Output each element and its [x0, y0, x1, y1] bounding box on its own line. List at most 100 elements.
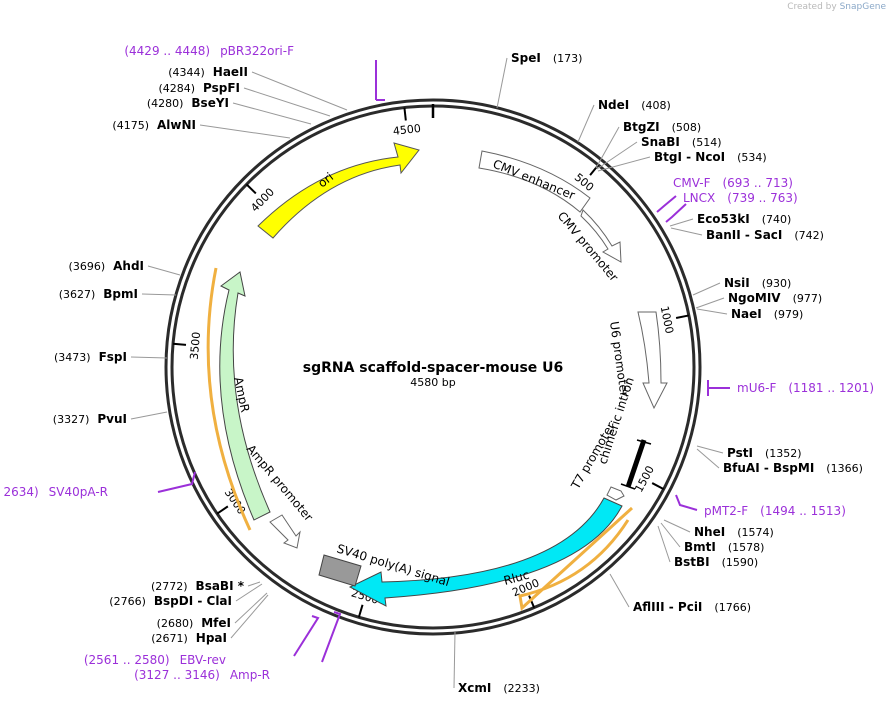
enzyme-position: (3696) — [69, 260, 106, 273]
enzyme-leader-fspi — [130, 356, 168, 359]
ampr-orf-highlight — [206, 267, 252, 531]
enzyme-position: (930) — [762, 277, 792, 290]
enzyme-label-bseyi: (4280)BseYI — [147, 96, 229, 110]
enzyme-name: BsaBI * — [196, 579, 245, 593]
enzyme-position: (4344) — [168, 66, 205, 79]
enzyme-name: SpeI — [511, 51, 541, 65]
primer-range: (1494 .. 1513) — [760, 504, 846, 518]
enzyme-name: BmtI — [684, 540, 716, 554]
enzyme-label-banii-saci: BanII - SacI(742) — [706, 228, 824, 242]
backbone-outer-circle — [164, 98, 702, 636]
primer-name: EBV-rev — [180, 653, 226, 667]
enzyme-name: MfeI — [201, 616, 231, 630]
enzyme-label-afliii-pcii: AflIII - PciI(1766) — [633, 600, 751, 614]
enzyme-position: (4284) — [158, 82, 195, 95]
primer-name: CMV-F — [673, 176, 711, 190]
enzyme-position: (173) — [553, 52, 583, 65]
u6-promoter-arrow — [637, 311, 668, 410]
enzyme-name: NdeI — [598, 98, 629, 112]
ampr-arrow — [219, 271, 271, 521]
enzyme-leader-psti — [696, 445, 724, 454]
primer-label-cmv-f: CMV-F(693 .. 713) — [673, 176, 793, 190]
enzyme-leader-nsii — [692, 282, 721, 296]
tick-mark-4000 — [245, 183, 257, 195]
cmv-enhancer-arrow — [478, 150, 591, 213]
enzyme-label-psti: PstI(1352) — [727, 446, 802, 460]
primer-marker-mu6-f — [707, 380, 730, 396]
primer-label-ebv-rev: (2561 .. 2580)EBV-rev — [84, 653, 226, 667]
plasmid-name: sgRNA scaffold-spacer-mouse U6 — [303, 360, 564, 376]
primer-marker-amp-r — [157, 471, 196, 493]
enzyme-leader-hpai — [230, 594, 269, 639]
tick-mark-1000 — [675, 314, 690, 319]
enzyme-label-bmti: BmtI (1578) — [684, 540, 764, 554]
tick-label-3500: 3500 — [188, 331, 203, 360]
enzyme-position: (2233) — [503, 682, 540, 695]
primer-name: SV40pA-R — [49, 485, 108, 499]
enzyme-leader-xcmi — [453, 631, 456, 689]
enzyme-leader-ngomiv — [695, 297, 725, 309]
enzyme-label-bpmi: (3627)BpmI — [59, 287, 138, 301]
primer-marker-ebv-rev — [321, 611, 342, 663]
primer-name: LNCX — [683, 191, 715, 205]
enzyme-name: NgoMIV — [728, 291, 781, 305]
t7-promoter-arrow — [606, 486, 625, 501]
primer-name: pBR322ori-F — [220, 44, 294, 58]
enzyme-label-bstbi: BstBI(1590) — [674, 555, 758, 569]
enzyme-name: AhdI — [113, 259, 144, 273]
enzyme-leader-ahdi — [147, 265, 181, 276]
enzyme-leader-eco53ki — [669, 218, 694, 227]
enzyme-leader-bseyi — [232, 102, 312, 125]
enzyme-label-pspfi: (4284) PspFI — [158, 81, 240, 95]
enzyme-label-ngomiv: NgoMIV(977) — [728, 291, 822, 305]
enzyme-label-ahdi: (3696) AhdI — [69, 259, 144, 273]
enzyme-label-fspi: (3473)FspI — [54, 350, 127, 364]
primer-name: pMT2-F — [704, 504, 748, 518]
enzyme-position: (3327) — [53, 413, 90, 426]
rluc-label: Rluc — [502, 568, 531, 588]
feature-ampr: AmpR — [206, 267, 271, 531]
enzyme-label-pvui: (3327) PvuI — [53, 412, 127, 426]
tick-mark-3500 — [172, 342, 187, 346]
enzyme-leader-afliii-pcii — [609, 573, 630, 608]
enzyme-label-spei: SpeI (173) — [511, 51, 582, 65]
primer-name: mU6-F — [737, 381, 776, 395]
enzyme-name: XcmI — [458, 681, 491, 695]
enzyme-name: PvuI — [97, 412, 127, 426]
enzyme-leader-nhei — [663, 519, 691, 533]
enzyme-position: (742) — [794, 229, 824, 242]
enzyme-leader-naei — [696, 308, 728, 315]
plasmid-length: 4580 bp — [410, 376, 455, 389]
sv40-polya-box — [318, 554, 362, 587]
label-layer: SpeI(173)NdeI(408)BtgZI(508)SnaBI(514)Bt… — [0, 44, 874, 695]
enzyme-leader-bsabi — [247, 581, 261, 587]
ampr-promoter-arrow — [269, 514, 301, 549]
enzyme-name: BtgZI — [623, 120, 660, 134]
enzyme-position: (1766) — [714, 601, 751, 614]
enzyme-label-xcmi: XcmI (2233) — [458, 681, 540, 695]
enzyme-leader-btgi-ncoi — [597, 156, 651, 172]
enzyme-name: PspFI — [203, 81, 240, 95]
enzyme-name: NheI — [694, 525, 725, 539]
ori-arrow — [257, 142, 420, 239]
enzyme-label-btgi-ncoi: BtgI - NcoI(534) — [654, 150, 767, 164]
primer-range: (739 .. 763) — [727, 191, 797, 205]
enzyme-position: (4175) — [112, 119, 149, 132]
enzyme-position: (1578) — [728, 541, 765, 554]
enzyme-position: (740) — [762, 213, 792, 226]
enzyme-name: NsiI — [724, 276, 750, 290]
enzyme-name: BspDI - ClaI — [154, 594, 232, 608]
enzyme-position: (408) — [641, 99, 671, 112]
feature-ori: ori — [257, 142, 420, 239]
enzyme-label-haeii: (4344)HaeII — [168, 65, 248, 79]
primer-label-lncx: LNCX (739 .. 763) — [683, 191, 798, 205]
enzyme-leader-pspfi — [243, 87, 331, 117]
snapgene-credit: Created by SnapGene — [787, 2, 886, 12]
enzyme-position: (534) — [737, 151, 767, 164]
enzyme-label-alwni: (4175)AlwNI — [112, 118, 196, 132]
enzyme-leader-haeii — [251, 71, 348, 111]
enzyme-label-bfuai-bspmi: BfuAI - BspMI(1366) — [723, 461, 863, 475]
enzyme-label-bsabi: (2772)BsaBI * — [151, 579, 245, 593]
feature-rluc: Rluc — [348, 497, 634, 611]
enzyme-name: NaeI — [731, 307, 762, 321]
